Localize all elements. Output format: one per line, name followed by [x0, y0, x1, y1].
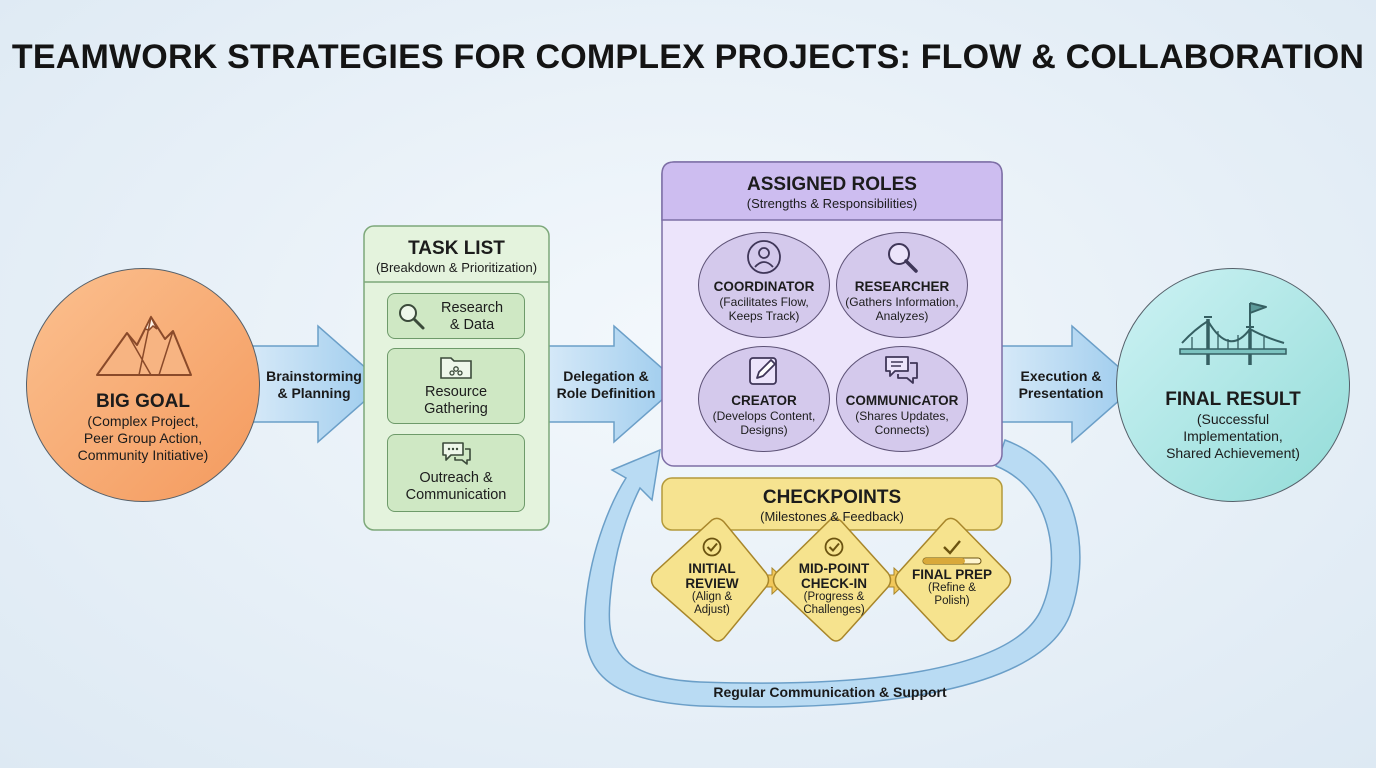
role-line: Connects) — [874, 423, 930, 437]
task-item-line: Communication — [405, 487, 507, 503]
role-line: (Develops Content, — [712, 409, 816, 423]
roles-title: ASSIGNED ROLES — [747, 174, 917, 195]
task-item-line: Research — [440, 300, 504, 316]
checkpoint-title: FINAL PREP — [911, 567, 992, 582]
task-list-subtitle: (Breakdown & Prioritization) — [375, 260, 538, 275]
role-line: Keeps Track) — [728, 309, 800, 323]
role-coordinator: COORDINATOR (Facilitates Flow, Keeps Tra… — [698, 232, 830, 338]
flow-arrow-brainstorming — [249, 324, 386, 444]
checkpoint-final: FINAL PREP (Refine & Polish) — [904, 538, 1000, 608]
checkpoints-subtitle: (Milestones & Feedback) — [760, 509, 904, 524]
arrow-label-line: Presentation — [1018, 385, 1104, 401]
task-item-research: Research & Data — [387, 293, 525, 339]
folder-icon — [440, 357, 472, 379]
big-goal-title: BIG GOAL — [96, 391, 190, 412]
arrow-label-brainstorming: Brainstorming & Planning — [258, 368, 370, 402]
role-title: RESEARCHER — [854, 279, 950, 294]
chat-icon — [442, 442, 471, 465]
magnifier-icon — [399, 304, 425, 330]
role-title: CREATOR — [731, 393, 797, 408]
check-icon — [943, 540, 961, 555]
chat-icon — [885, 356, 918, 384]
arrow-label-line: Brainstorming — [266, 368, 362, 384]
checkpoint-line: Challenges) — [803, 604, 865, 616]
arrow-label-execution: Execution & Presentation — [1006, 368, 1116, 402]
flow-arrow-delegation — [545, 324, 682, 444]
final-result-circle: FINAL RESULT (Successful Implementation,… — [1116, 268, 1350, 502]
progress-bar-icon — [922, 557, 982, 565]
checkpoint-initial: INITIAL REVIEW (Align & Adjust) — [668, 536, 756, 617]
arrow-label-delegation: Delegation & Role Definition — [548, 368, 664, 402]
roles-panel-header — [661, 161, 1003, 221]
checkpoint-line: (Align & — [691, 591, 733, 603]
checkpoints-title: CHECKPOINTS — [762, 487, 902, 508]
checkpoint-title: REVIEW — [685, 576, 739, 591]
role-line: (Facilitates Flow, — [719, 295, 809, 309]
task-item-resource: Resource Gathering — [387, 348, 525, 424]
arrow-label-line: Execution & — [1020, 368, 1102, 384]
checkpoint-line: Polish) — [934, 595, 970, 607]
role-line: Analyzes) — [875, 309, 929, 323]
roles-subtitle: (Strengths & Responsibilities) — [746, 196, 918, 211]
checkpoint-diamond-midpoint — [772, 517, 892, 642]
task-item-line: Gathering — [424, 401, 488, 417]
bridge-flag-icon — [1179, 302, 1287, 365]
magnifier-icon — [888, 243, 918, 273]
loop-label: Regular Communication & Support — [713, 684, 947, 700]
task-item-line: Outreach & — [419, 470, 493, 486]
final-result-title: FINAL RESULT — [1165, 389, 1301, 410]
role-line: (Shares Updates, — [855, 409, 949, 423]
check-circle-icon — [824, 537, 844, 557]
big-goal-line-3: Community Initiative) — [77, 447, 209, 463]
arrow-label-line: & Planning — [277, 385, 351, 401]
checkpoint-line: (Progress & — [803, 591, 865, 603]
role-communicator: COMMUNICATOR (Shares Updates, Connects) — [836, 346, 968, 452]
checkpoint-line: (Refine & — [928, 582, 976, 594]
final-result-line-1: (Successful — [1196, 411, 1270, 427]
checkpoint-title: INITIAL — [688, 561, 736, 576]
feedback-loop-arrow — [583, 439, 1081, 708]
role-creator: CREATOR (Develops Content, Designs) — [698, 346, 830, 452]
role-researcher: RESEARCHER (Gathers Information, Analyze… — [836, 232, 968, 338]
task-item-line: & Data — [449, 317, 495, 333]
final-result-line-3: Shared Achievement) — [1166, 445, 1300, 461]
role-title: COMMUNICATOR — [845, 393, 959, 408]
pencil-icon — [749, 357, 777, 385]
role-line: (Gathers Information, — [845, 295, 959, 309]
checkpoint-diamond-final — [894, 517, 1012, 642]
arrow-label-line: Role Definition — [556, 385, 656, 401]
flow-arrow-execution — [999, 324, 1140, 444]
mountain-icon — [96, 315, 192, 376]
role-title: COORDINATOR — [713, 279, 815, 294]
final-result-line-2: Implementation, — [1183, 428, 1283, 444]
arrow-label-line: Delegation & — [563, 368, 649, 384]
checkpoint-title: CHECK-IN — [801, 576, 867, 591]
task-item-outreach: Outreach & Communication — [387, 434, 525, 512]
page-title: TEAMWORK STRATEGIES FOR COMPLEX PROJECTS… — [11, 38, 1365, 76]
user-cycle-icon — [747, 240, 781, 274]
big-goal-circle: BIG GOAL (Complex Project, Peer Group Ac… — [26, 268, 260, 502]
checkpoint-title: MID-POINT — [798, 561, 870, 576]
task-list-title: TASK LIST — [408, 238, 505, 259]
checkpoint-diamond-initial — [650, 517, 770, 642]
check-circle-icon — [702, 537, 722, 557]
big-goal-line-1: (Complex Project, — [87, 413, 199, 429]
task-item-line: Resource — [424, 384, 488, 400]
checkpoint-midpoint: MID-POINT CHECK-IN (Progress & Challenge… — [788, 536, 880, 617]
role-line: Designs) — [740, 423, 788, 437]
big-goal-line-2: Peer Group Action, — [83, 430, 203, 446]
checkpoint-line: Adjust) — [694, 604, 730, 616]
